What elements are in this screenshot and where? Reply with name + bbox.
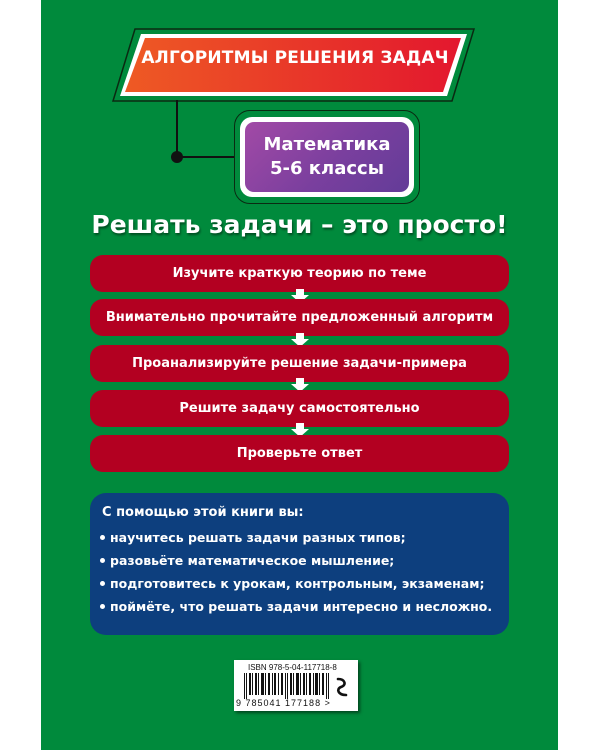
series-banner (111, 28, 476, 102)
benefit-item: научитесь решать задачи разных типов; (100, 530, 406, 545)
isbn-barcode: ISBN 978-5-04-117718-8 9 785041 177188 > (234, 660, 358, 711)
bullet-icon (100, 535, 105, 540)
headline: Решать задачи – это просто! (91, 210, 508, 239)
isbn-label: ISBN 978-5-04-117718-8 (248, 663, 337, 672)
benefits-header: С помощью этой книги вы: (102, 505, 304, 520)
step-1: Изучите краткую теорию по теме (90, 255, 509, 292)
arrow-down-icon (291, 378, 309, 392)
bullet-icon (100, 604, 105, 609)
arrow-down-icon (291, 333, 309, 347)
arrow-down-icon (291, 289, 309, 303)
step-3: Проанализируйте решение задачи-примера (90, 345, 509, 382)
benefit-item: подготовитесь к урокам, контрольным, экз… (100, 576, 484, 591)
series-title: АЛГОРИТМЫ РЕШЕНИЯ ЗАДАЧ (141, 48, 449, 68)
subject-label: Математика 5-6 классы (245, 122, 409, 192)
step-5: Проверьте ответ (90, 435, 509, 472)
benefit-item: поймёте, что решать задачи интересно и н… (100, 599, 492, 614)
subject-grades: 5-6 классы (270, 158, 384, 179)
step-4: Решите задачу самостоятельно (90, 390, 509, 427)
benefits-box: С помощью этой книги вы: научитесь решат… (90, 493, 509, 635)
bullet-icon (100, 558, 105, 563)
connector-line-horizontal (177, 156, 235, 158)
connector-line-vertical (176, 100, 178, 158)
publisher-logo-icon (336, 677, 348, 697)
connector-dot (171, 151, 183, 163)
bullet-icon (100, 581, 105, 586)
barcode-bars (244, 673, 329, 699)
benefit-item: разовьёте математическое мышление; (100, 553, 394, 568)
step-2: Внимательно прочитайте предложенный алго… (90, 299, 509, 336)
ean-number: 9 785041 177188 > (236, 698, 331, 708)
subject-name: Математика (263, 134, 391, 155)
arrow-down-icon (291, 423, 309, 437)
